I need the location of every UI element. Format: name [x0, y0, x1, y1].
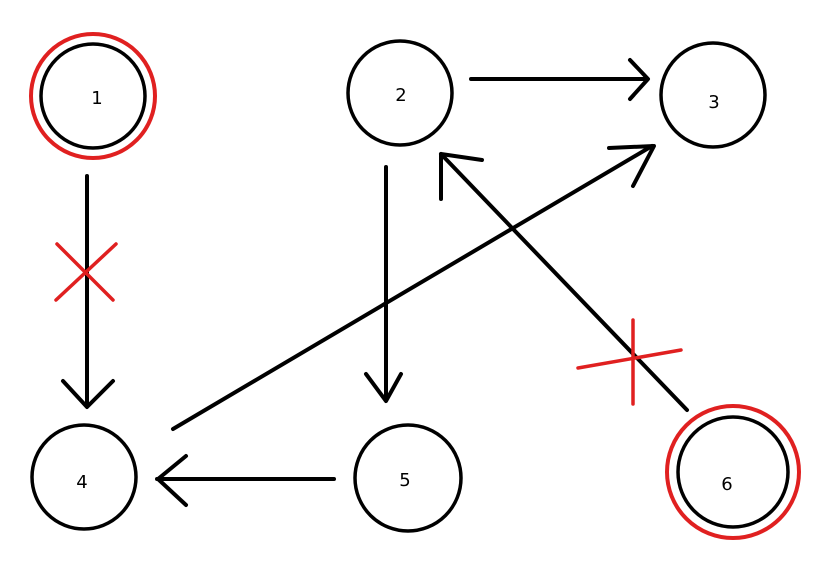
node-4: 4: [30, 423, 138, 531]
cross-mark-edge-6-to-2: [576, 318, 683, 406]
node-6-label: 6: [721, 474, 732, 495]
edge-6-to-2: [439, 152, 689, 412]
edge-1-to-4: [61, 174, 115, 409]
node-3: 3: [659, 41, 767, 149]
edge-2-to-5: [364, 165, 403, 403]
node-5: 5: [353, 423, 463, 533]
node-4-label: 4: [76, 472, 87, 493]
node-5-label: 5: [399, 470, 410, 491]
edge-4-to-3: [171, 144, 656, 431]
node-2: 2: [346, 39, 454, 147]
node-1: 1: [29, 32, 157, 160]
node-1-label: 1: [91, 88, 102, 109]
cross-mark-edge-1-to-4: [54, 242, 118, 302]
edge-5-to-4: [155, 454, 336, 507]
node-2-label: 2: [395, 85, 406, 106]
node-6: 6: [665, 404, 801, 540]
edge-2-to-3: [469, 58, 650, 101]
node-3-label: 3: [708, 92, 719, 113]
